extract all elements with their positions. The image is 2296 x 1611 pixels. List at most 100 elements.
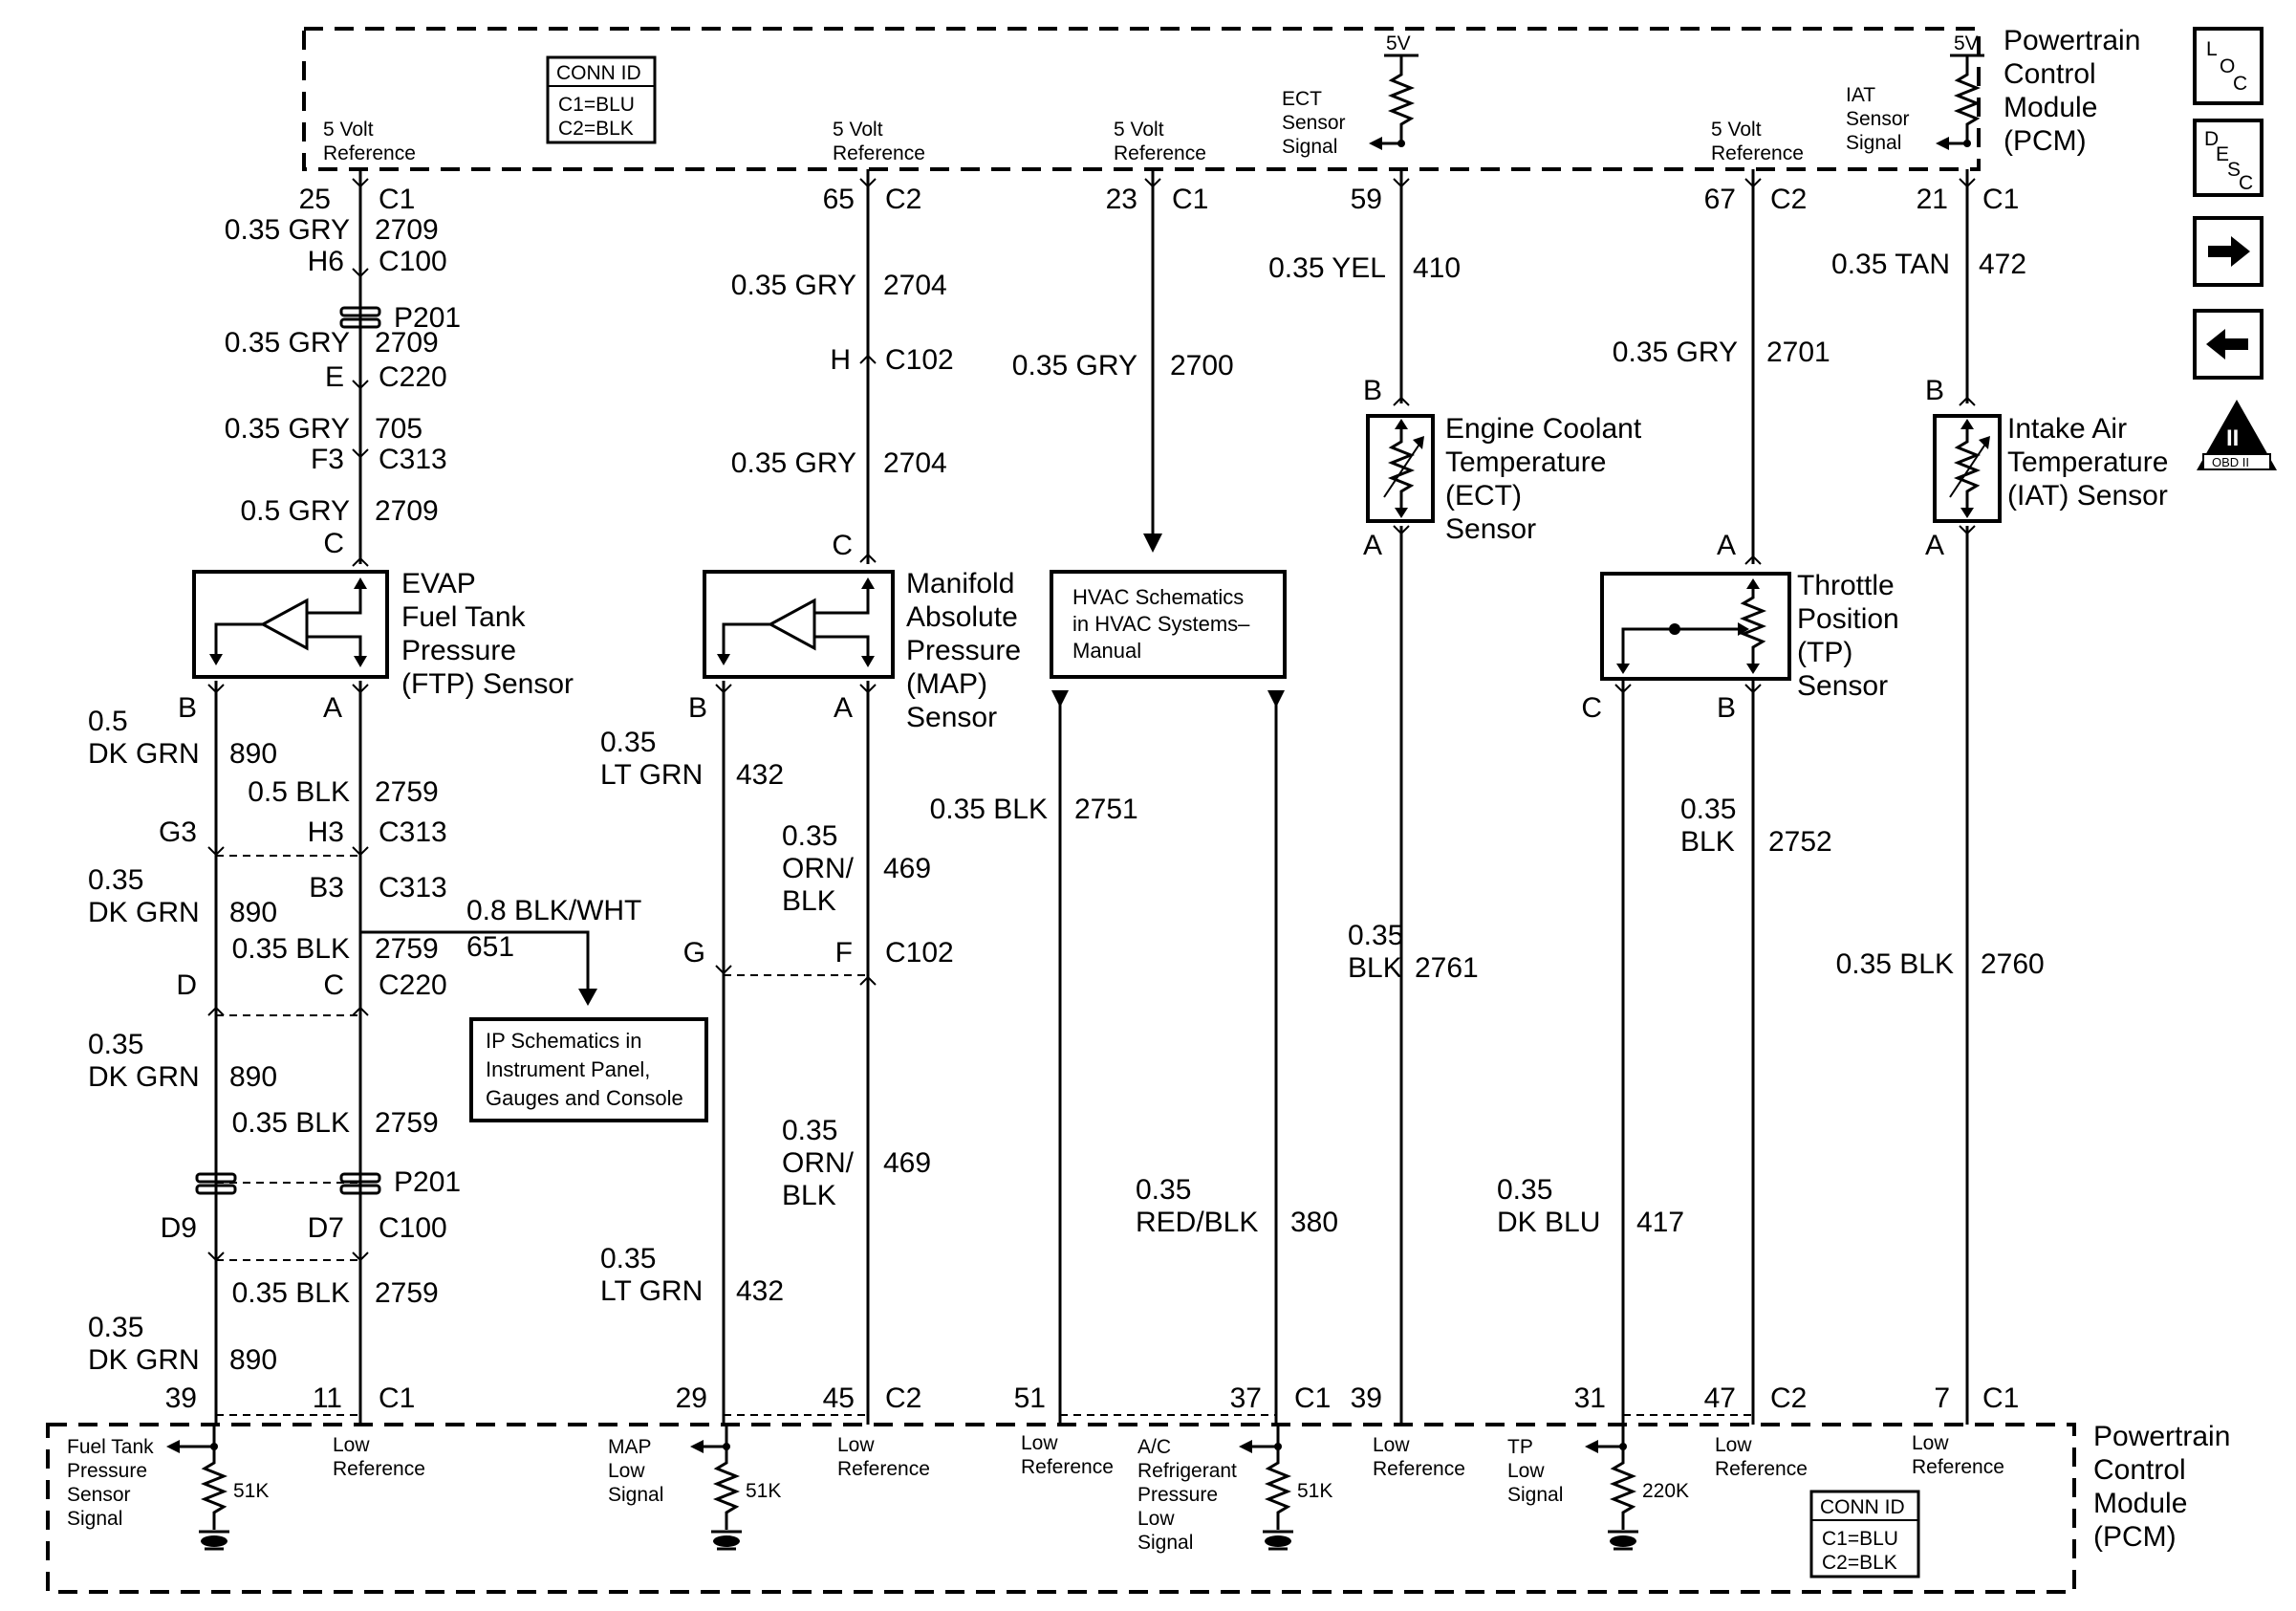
svg-text:II: II (2226, 425, 2239, 451)
svg-text:OBD II: OBD II (2212, 455, 2249, 469)
svg-text:C102: C102 (885, 344, 954, 376)
svg-text:2704: 2704 (883, 447, 947, 479)
svg-text:(ECT): (ECT) (1445, 480, 1522, 512)
svg-text:(FTP) Sensor: (FTP) Sensor (401, 668, 574, 700)
svg-text:G: G (683, 937, 705, 969)
svg-text:C2: C2 (885, 1382, 921, 1414)
svg-text:0.35 BLK: 0.35 BLK (232, 1107, 350, 1139)
ect-pullup-resistor: 5V (1369, 33, 1419, 150)
svg-text:B: B (178, 692, 197, 724)
svg-text:Gauges and Console: Gauges and Console (486, 1086, 683, 1110)
svg-text:65: 65 (823, 184, 855, 215)
svg-text:F: F (835, 937, 853, 969)
svg-text:ORN/: ORN/ (782, 1147, 855, 1179)
svg-text:0.35 BLK: 0.35 BLK (232, 933, 350, 965)
svg-text:0.35 GRY: 0.35 GRY (731, 270, 856, 301)
svg-text:651: 651 (466, 931, 514, 963)
svg-text:HVAC Schematics: HVAC Schematics (1072, 585, 1244, 609)
svg-text:5V: 5V (1386, 33, 1411, 54)
svg-text:A: A (323, 692, 342, 724)
svg-text:P201: P201 (394, 302, 461, 334)
obd-ii-icon: II OBD II (2197, 400, 2277, 470)
svg-text:DK GRN: DK GRN (88, 1061, 200, 1093)
svg-text:(IAT) Sensor: (IAT) Sensor (2007, 480, 2168, 512)
ect-signal-1: ECT (1282, 88, 1322, 110)
svg-text:D9: D9 (161, 1212, 197, 1244)
svg-text:Low: Low (333, 1434, 370, 1456)
ref-ftp-1: 5 Volt (323, 119, 374, 141)
svg-text:C313: C313 (379, 816, 447, 848)
svg-text:51: 51 (1014, 1382, 1046, 1414)
svg-text:0.35 GRY: 0.35 GRY (225, 214, 350, 246)
svg-text:0.35 BLK: 0.35 BLK (232, 1277, 350, 1309)
svg-text:39: 39 (165, 1382, 197, 1414)
pcm-top-title-1: Powertrain (2004, 25, 2140, 56)
svg-text:0.5: 0.5 (88, 706, 128, 737)
svg-text:LT GRN: LT GRN (600, 759, 703, 791)
svg-text:2759: 2759 (375, 933, 439, 965)
svg-text:Absolute: Absolute (906, 601, 1018, 633)
svg-text:Sensor: Sensor (67, 1484, 131, 1506)
svg-text:Low: Low (1507, 1460, 1545, 1482)
svg-text:DK BLU: DK BLU (1497, 1207, 1600, 1238)
svg-text:C1: C1 (1982, 184, 2019, 215)
svg-text:(TP): (TP) (1797, 637, 1852, 668)
tp-pulldown-resistor: 220K (1585, 1425, 1689, 1551)
iat-signal-3: Signal (1846, 132, 1901, 154)
svg-text:C: C (323, 969, 344, 1001)
svg-text:CONN ID: CONN ID (1820, 1496, 1905, 1518)
svg-text:0.35: 0.35 (782, 820, 837, 852)
desc-icon[interactable]: D E S C (2193, 119, 2264, 197)
hvac-schematics-ref[interactable]: HVAC Schematics in HVAC Systems– Manual (1050, 570, 1287, 679)
arrow-left-icon[interactable] (2193, 309, 2264, 380)
ip-schematics-ref[interactable]: IP Schematics in Instrument Panel, Gauge… (469, 1017, 708, 1122)
map-pulldown-resistor: 51K (690, 1425, 781, 1551)
svg-text:0.35: 0.35 (1497, 1174, 1552, 1206)
conn-id-table-bottom: CONN ID C1=BLU C2=BLK (1809, 1490, 1920, 1578)
svg-text:67: 67 (1704, 184, 1736, 215)
ftp-circuits: 25 C1 0.35 GRY 2709 H6 C100 P201 0.35 GR… (88, 169, 708, 1425)
svg-text:Reference: Reference (1715, 1458, 1808, 1480)
arrow-right-icon[interactable] (2193, 216, 2264, 287)
svg-text:E: E (325, 361, 344, 393)
svg-text:380: 380 (1290, 1207, 1338, 1238)
loc-icon[interactable]: L O C (2193, 27, 2264, 105)
svg-text:23: 23 (1106, 184, 1137, 215)
svg-text:C2=BLK: C2=BLK (1822, 1552, 1897, 1574)
svg-text:F3: F3 (311, 444, 344, 475)
svg-text:C1=BLU: C1=BLU (558, 94, 635, 116)
svg-text:Sensor: Sensor (1797, 670, 1888, 702)
svg-text:C313: C313 (379, 872, 447, 903)
svg-text:Intake Air: Intake Air (2007, 413, 2127, 445)
svg-text:2709: 2709 (375, 495, 439, 527)
svg-text:432: 432 (736, 759, 784, 791)
svg-text:Pressure: Pressure (1137, 1484, 1218, 1506)
ref-tp-1: 5 Volt (1711, 119, 1762, 141)
svg-text:Fuel Tank: Fuel Tank (401, 601, 527, 633)
svg-text:0.5 BLK: 0.5 BLK (248, 776, 350, 808)
svg-text:0.35 GRY: 0.35 GRY (1613, 337, 1738, 368)
svg-text:29: 29 (676, 1382, 707, 1414)
ref-hvac-2: Reference (1114, 142, 1206, 164)
svg-text:H: H (830, 344, 851, 376)
pcm-bottom-title-1: Powertrain (2093, 1421, 2230, 1452)
svg-text:CONN ID: CONN ID (556, 62, 641, 84)
svg-text:2759: 2759 (375, 776, 439, 808)
svg-text:432: 432 (736, 1275, 784, 1307)
svg-text:C1: C1 (1172, 184, 1208, 215)
svg-text:Temperature: Temperature (1445, 446, 1606, 478)
ftp-pulldown-resistor: 51K (166, 1425, 269, 1551)
ref-tp-2: Reference (1711, 142, 1804, 164)
svg-text:G3: G3 (159, 816, 197, 848)
svg-text:C: C (832, 530, 853, 561)
svg-text:220K: 220K (1642, 1480, 1689, 1502)
hvac-circuits: 23 C1 0.35 GRY 2700 HVAC Schematics in H… (930, 169, 1338, 1425)
svg-text:EVAP: EVAP (401, 568, 476, 599)
svg-text:0.35: 0.35 (782, 1115, 837, 1146)
svg-text:Reference: Reference (837, 1458, 930, 1480)
svg-text:Reference: Reference (333, 1458, 425, 1480)
svg-text:0.8 BLK/WHT: 0.8 BLK/WHT (466, 895, 641, 926)
svg-text:C102: C102 (885, 937, 954, 969)
svg-text:A: A (1925, 530, 1944, 561)
